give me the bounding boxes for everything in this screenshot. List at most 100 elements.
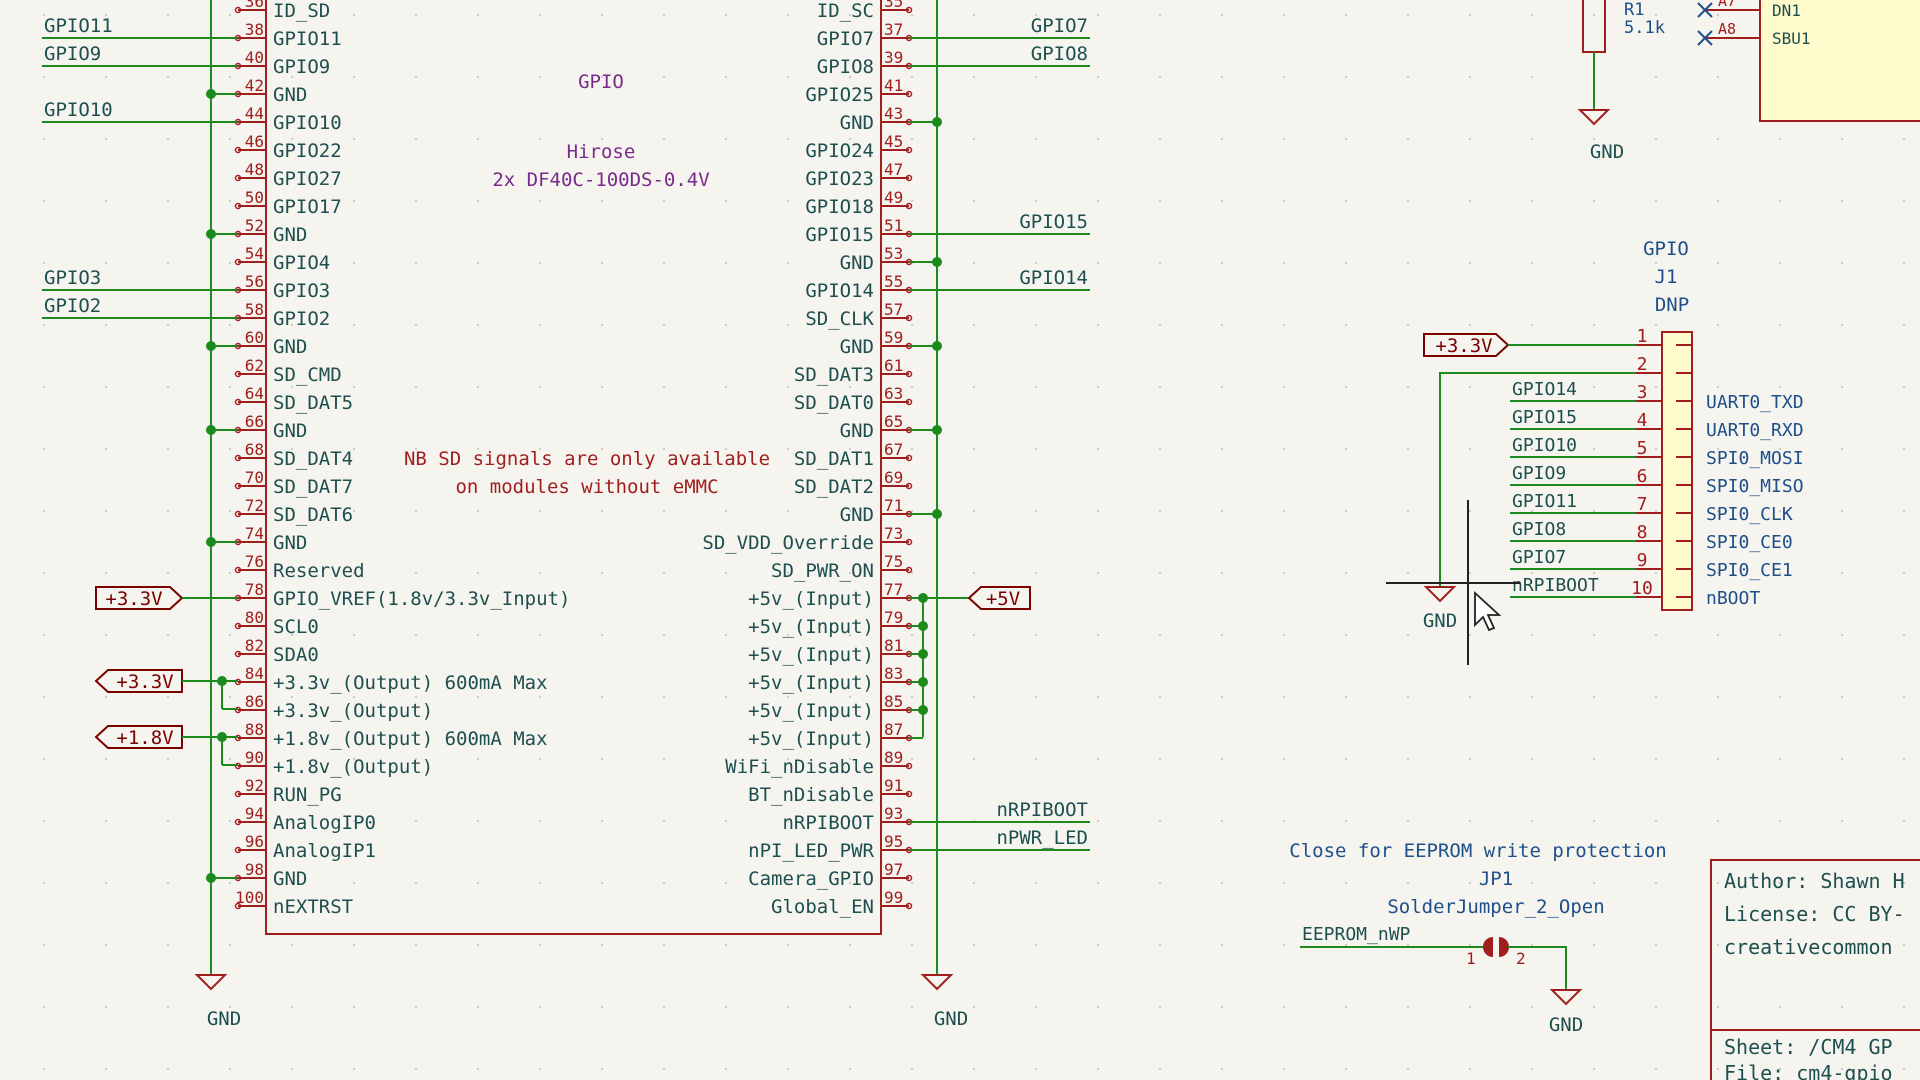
header-pin-row[interactable]: 2 xyxy=(1636,354,1692,375)
pin-number: 35 xyxy=(884,0,903,11)
left-net-gpio10[interactable]: GPIO10 xyxy=(42,99,238,123)
resistor-r1[interactable]: GND R1 5.1k xyxy=(1577,0,1665,163)
right-net-gpio15[interactable]: GPIO15 xyxy=(909,211,1090,235)
right-pin-row[interactable]: 83+5v_(Input) xyxy=(748,664,913,694)
right-net-gpio8[interactable]: GPIO8 xyxy=(909,43,1090,67)
right-pin-row[interactable]: 81+5v_(Input) xyxy=(748,636,913,666)
left-pin-row[interactable]: 86+3.3v_(Output) xyxy=(234,692,434,722)
header-pin-row[interactable]: 1 xyxy=(1636,326,1692,347)
right-pin-row[interactable]: 87+5v_(Input) xyxy=(748,720,913,750)
right-net-nrpiboot[interactable]: nRPIBOOT xyxy=(909,799,1090,823)
pin-number: 85 xyxy=(884,692,903,711)
right-net-npwr_led[interactable]: nPWR_LED xyxy=(909,827,1090,851)
out-1v8-power-net[interactable]: +1.8V xyxy=(94,725,238,766)
vref-power-net[interactable]: +3.3V xyxy=(95,586,238,610)
title-block[interactable]: Author: Shawn H License: CC BY- creative… xyxy=(1710,859,1920,1080)
pin-name: SD_DAT3 xyxy=(794,364,874,386)
out-3v3-power-net[interactable]: +3.3V xyxy=(94,669,238,710)
left-pin-row[interactable]: 90+1.8v_(Output) xyxy=(234,748,434,778)
left-pin-row[interactable]: 88+1.8v_(Output) 600mA Max xyxy=(234,720,548,750)
left-net-gpio3[interactable]: GPIO3 xyxy=(42,267,238,291)
right-pin-row[interactable]: 85+5v_(Input) xyxy=(748,692,913,722)
jumper-value: SolderJumper_2_Open xyxy=(1387,896,1604,918)
header-j1[interactable]: GPIO J1 DNP +3.3V GND xyxy=(1423,238,1693,632)
left-pin-row[interactable]: 84+3.3v_(Output) 600mA Max xyxy=(234,664,548,694)
header-pin-number: 8 xyxy=(1637,522,1648,543)
right-pin-row[interactable]: 77+5v_(Input) xyxy=(748,580,913,610)
left-net-gpio11[interactable]: GPIO11 xyxy=(42,15,238,39)
right-pin-row[interactable]: 79+5v_(Input) xyxy=(748,608,913,638)
left-net-gpio2[interactable]: GPIO2 xyxy=(42,295,238,319)
usb-connector-fragment[interactable]: A7 DN1 A8 SBU1 xyxy=(1697,0,1920,122)
solder-jumper-jp1[interactable]: Close for EEPROM write protection JP1 So… xyxy=(1289,840,1667,1036)
right-net-gpio14[interactable]: GPIO14 xyxy=(909,267,1090,291)
left-net-gpio9[interactable]: GPIO9 xyxy=(42,43,238,67)
gpio-connector-symbol[interactable]: GPIO Hirose 2x DF40C-100DS-0.4V NB SD si… xyxy=(265,0,882,935)
right-net-gpio7[interactable]: GPIO7 xyxy=(909,15,1090,39)
